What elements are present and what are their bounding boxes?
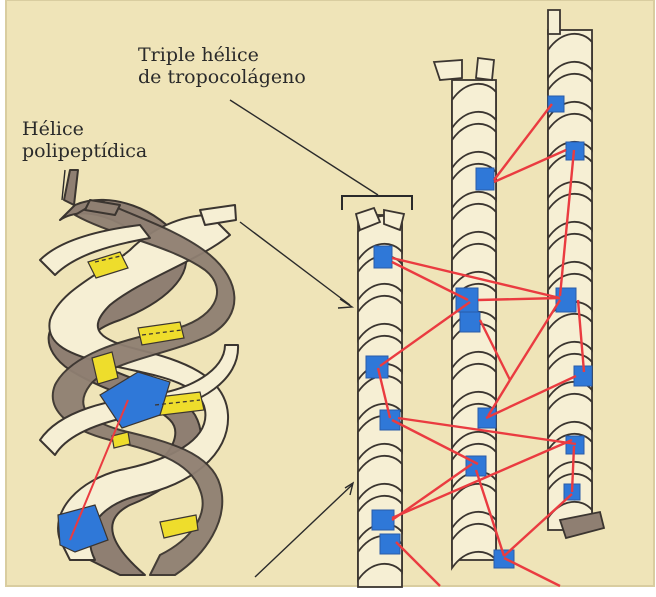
- label-triple-helix-line2: de tropocolágeno: [138, 66, 306, 88]
- label-polypeptide-line1: Hélice: [22, 118, 84, 140]
- label-triple-helix-line1: Triple hélice: [138, 44, 259, 66]
- label-polypeptide-line2: polipeptídica: [22, 140, 147, 162]
